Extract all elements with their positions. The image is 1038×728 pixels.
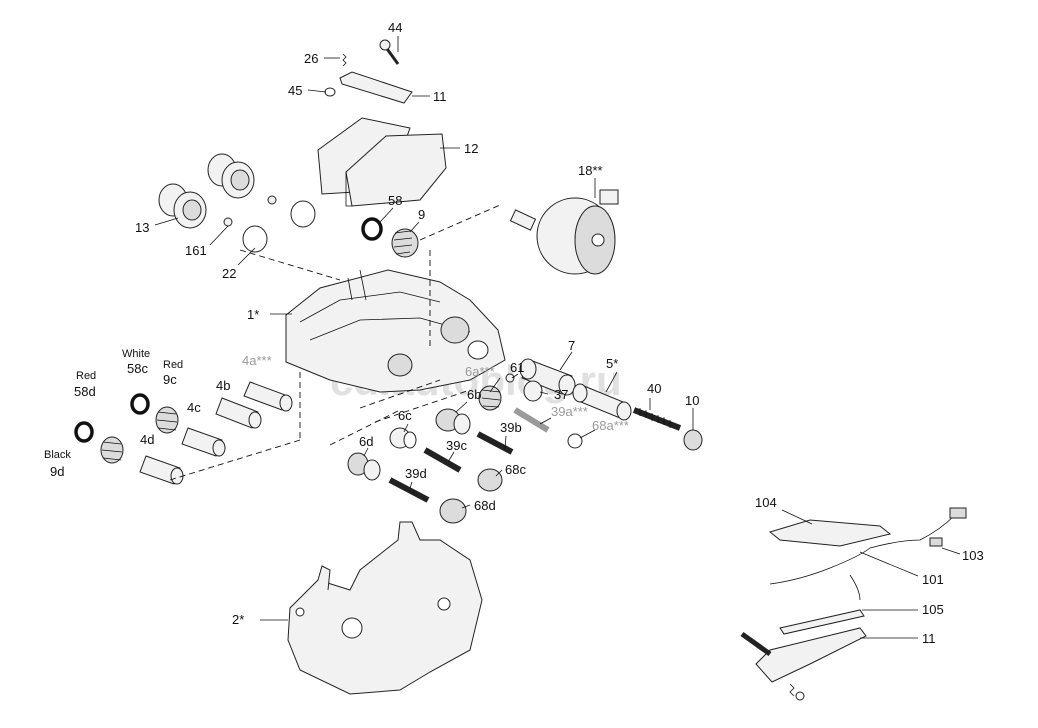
adjuster-6d bbox=[347, 452, 381, 481]
label-40: 40 bbox=[647, 381, 661, 396]
label-1: 1* bbox=[247, 307, 259, 322]
label-red-58d: Red bbox=[76, 370, 96, 382]
label-4c: 4c bbox=[187, 400, 201, 415]
sensor-clip-105 bbox=[779, 609, 865, 635]
label-10: 10 bbox=[685, 393, 699, 408]
spring-26 bbox=[342, 53, 347, 67]
label-26: 26 bbox=[304, 51, 318, 66]
actuator-18 bbox=[509, 189, 619, 275]
label-104: 104 bbox=[755, 495, 777, 510]
label-11-top: 11 bbox=[433, 89, 447, 104]
sensor-bracket-104 bbox=[768, 519, 892, 547]
sleeve-5 bbox=[572, 383, 632, 421]
label-39d: 39d bbox=[405, 466, 427, 481]
label-6b: 6b bbox=[467, 387, 481, 402]
bellows-9c bbox=[155, 406, 179, 434]
washer-45 bbox=[324, 87, 336, 97]
ring-58c bbox=[130, 393, 150, 415]
sleeve-4a bbox=[243, 381, 293, 412]
bushing-161b bbox=[267, 195, 277, 205]
retainer-11-top bbox=[339, 71, 413, 104]
screw-39c bbox=[423, 447, 462, 473]
label-39c: 39c bbox=[446, 438, 467, 453]
label-39a: 39a*** bbox=[551, 404, 588, 419]
assembly-guidelines bbox=[169, 204, 501, 481]
cap-68c bbox=[477, 468, 503, 492]
label-12: 12 bbox=[464, 141, 478, 156]
retainer-11-bottom bbox=[740, 627, 867, 701]
bushing-161 bbox=[223, 217, 233, 227]
label-68a: 68a*** bbox=[592, 418, 629, 433]
boot-13-left bbox=[158, 183, 207, 229]
label-6a: 6a*** bbox=[465, 364, 495, 379]
label-44: 44 bbox=[388, 20, 402, 35]
bush-61 bbox=[505, 373, 515, 383]
label-161: 161 bbox=[185, 243, 207, 258]
label-4b: 4b bbox=[216, 378, 230, 393]
part-labels: 44 26 45 11 12 18** 13 161 22 58 9 1* 4a… bbox=[44, 20, 984, 646]
brake-pads-12 bbox=[317, 117, 447, 207]
cap-10 bbox=[683, 429, 703, 451]
label-37: 37 bbox=[554, 387, 568, 402]
bolt-40 bbox=[632, 407, 682, 431]
label-5: 5* bbox=[606, 356, 618, 371]
label-9c: 9c bbox=[163, 372, 177, 387]
label-2: 2* bbox=[232, 612, 244, 627]
label-101: 101 bbox=[922, 572, 944, 587]
pin-44 bbox=[379, 39, 400, 65]
label-58: 58 bbox=[388, 193, 402, 208]
screw-39a bbox=[513, 407, 550, 433]
sleeve-4d bbox=[139, 455, 184, 485]
label-13: 13 bbox=[135, 220, 149, 235]
ring-58d bbox=[74, 421, 94, 443]
carrier-2 bbox=[287, 521, 483, 695]
ring-58 bbox=[361, 217, 383, 241]
seal-22-left bbox=[242, 225, 268, 253]
label-red-9c: Red bbox=[163, 359, 183, 371]
label-45: 45 bbox=[288, 83, 302, 98]
screw-39d bbox=[388, 477, 430, 503]
screw-39b bbox=[476, 431, 514, 455]
sleeve-4c bbox=[181, 427, 226, 457]
adjuster-6a bbox=[478, 385, 502, 411]
label-4d: 4d bbox=[140, 432, 154, 447]
boot-13-right bbox=[207, 153, 255, 199]
sensor-cable-101 bbox=[769, 514, 956, 601]
sleeve-4b bbox=[215, 397, 262, 429]
label-103: 103 bbox=[962, 548, 984, 563]
leader-lines bbox=[154, 36, 961, 639]
adjuster-6b bbox=[435, 408, 471, 435]
cap-68d bbox=[439, 498, 467, 524]
label-black: Black bbox=[44, 449, 71, 461]
label-105: 105 bbox=[922, 602, 944, 617]
seal-22-right bbox=[290, 200, 316, 228]
sleeve-7 bbox=[519, 358, 576, 396]
adjuster-6c bbox=[389, 427, 417, 449]
cap-68a bbox=[567, 433, 583, 449]
label-58c: 58c bbox=[127, 361, 148, 376]
label-4a: 4a*** bbox=[242, 353, 272, 368]
caliper-housing-1 bbox=[285, 269, 506, 393]
label-18: 18** bbox=[578, 163, 603, 178]
label-11-bottom: 11 bbox=[922, 631, 936, 646]
label-68c: 68c bbox=[505, 462, 526, 477]
sensor-connector-103 bbox=[929, 507, 967, 547]
cap-37 bbox=[523, 380, 543, 402]
bellows-9d bbox=[100, 436, 124, 464]
label-39b: 39b bbox=[500, 420, 522, 435]
label-22: 22 bbox=[222, 266, 236, 281]
label-61: 61 bbox=[510, 360, 524, 375]
label-6c: 6c bbox=[398, 408, 412, 423]
bellows-9 bbox=[391, 228, 419, 258]
label-9d: 9d bbox=[50, 464, 64, 479]
label-58d: 58d bbox=[74, 384, 96, 399]
label-68d: 68d bbox=[474, 498, 496, 513]
label-6d: 6d bbox=[359, 434, 373, 449]
label-7: 7 bbox=[568, 338, 575, 353]
label-9: 9 bbox=[418, 207, 425, 222]
label-white: White bbox=[122, 348, 150, 360]
